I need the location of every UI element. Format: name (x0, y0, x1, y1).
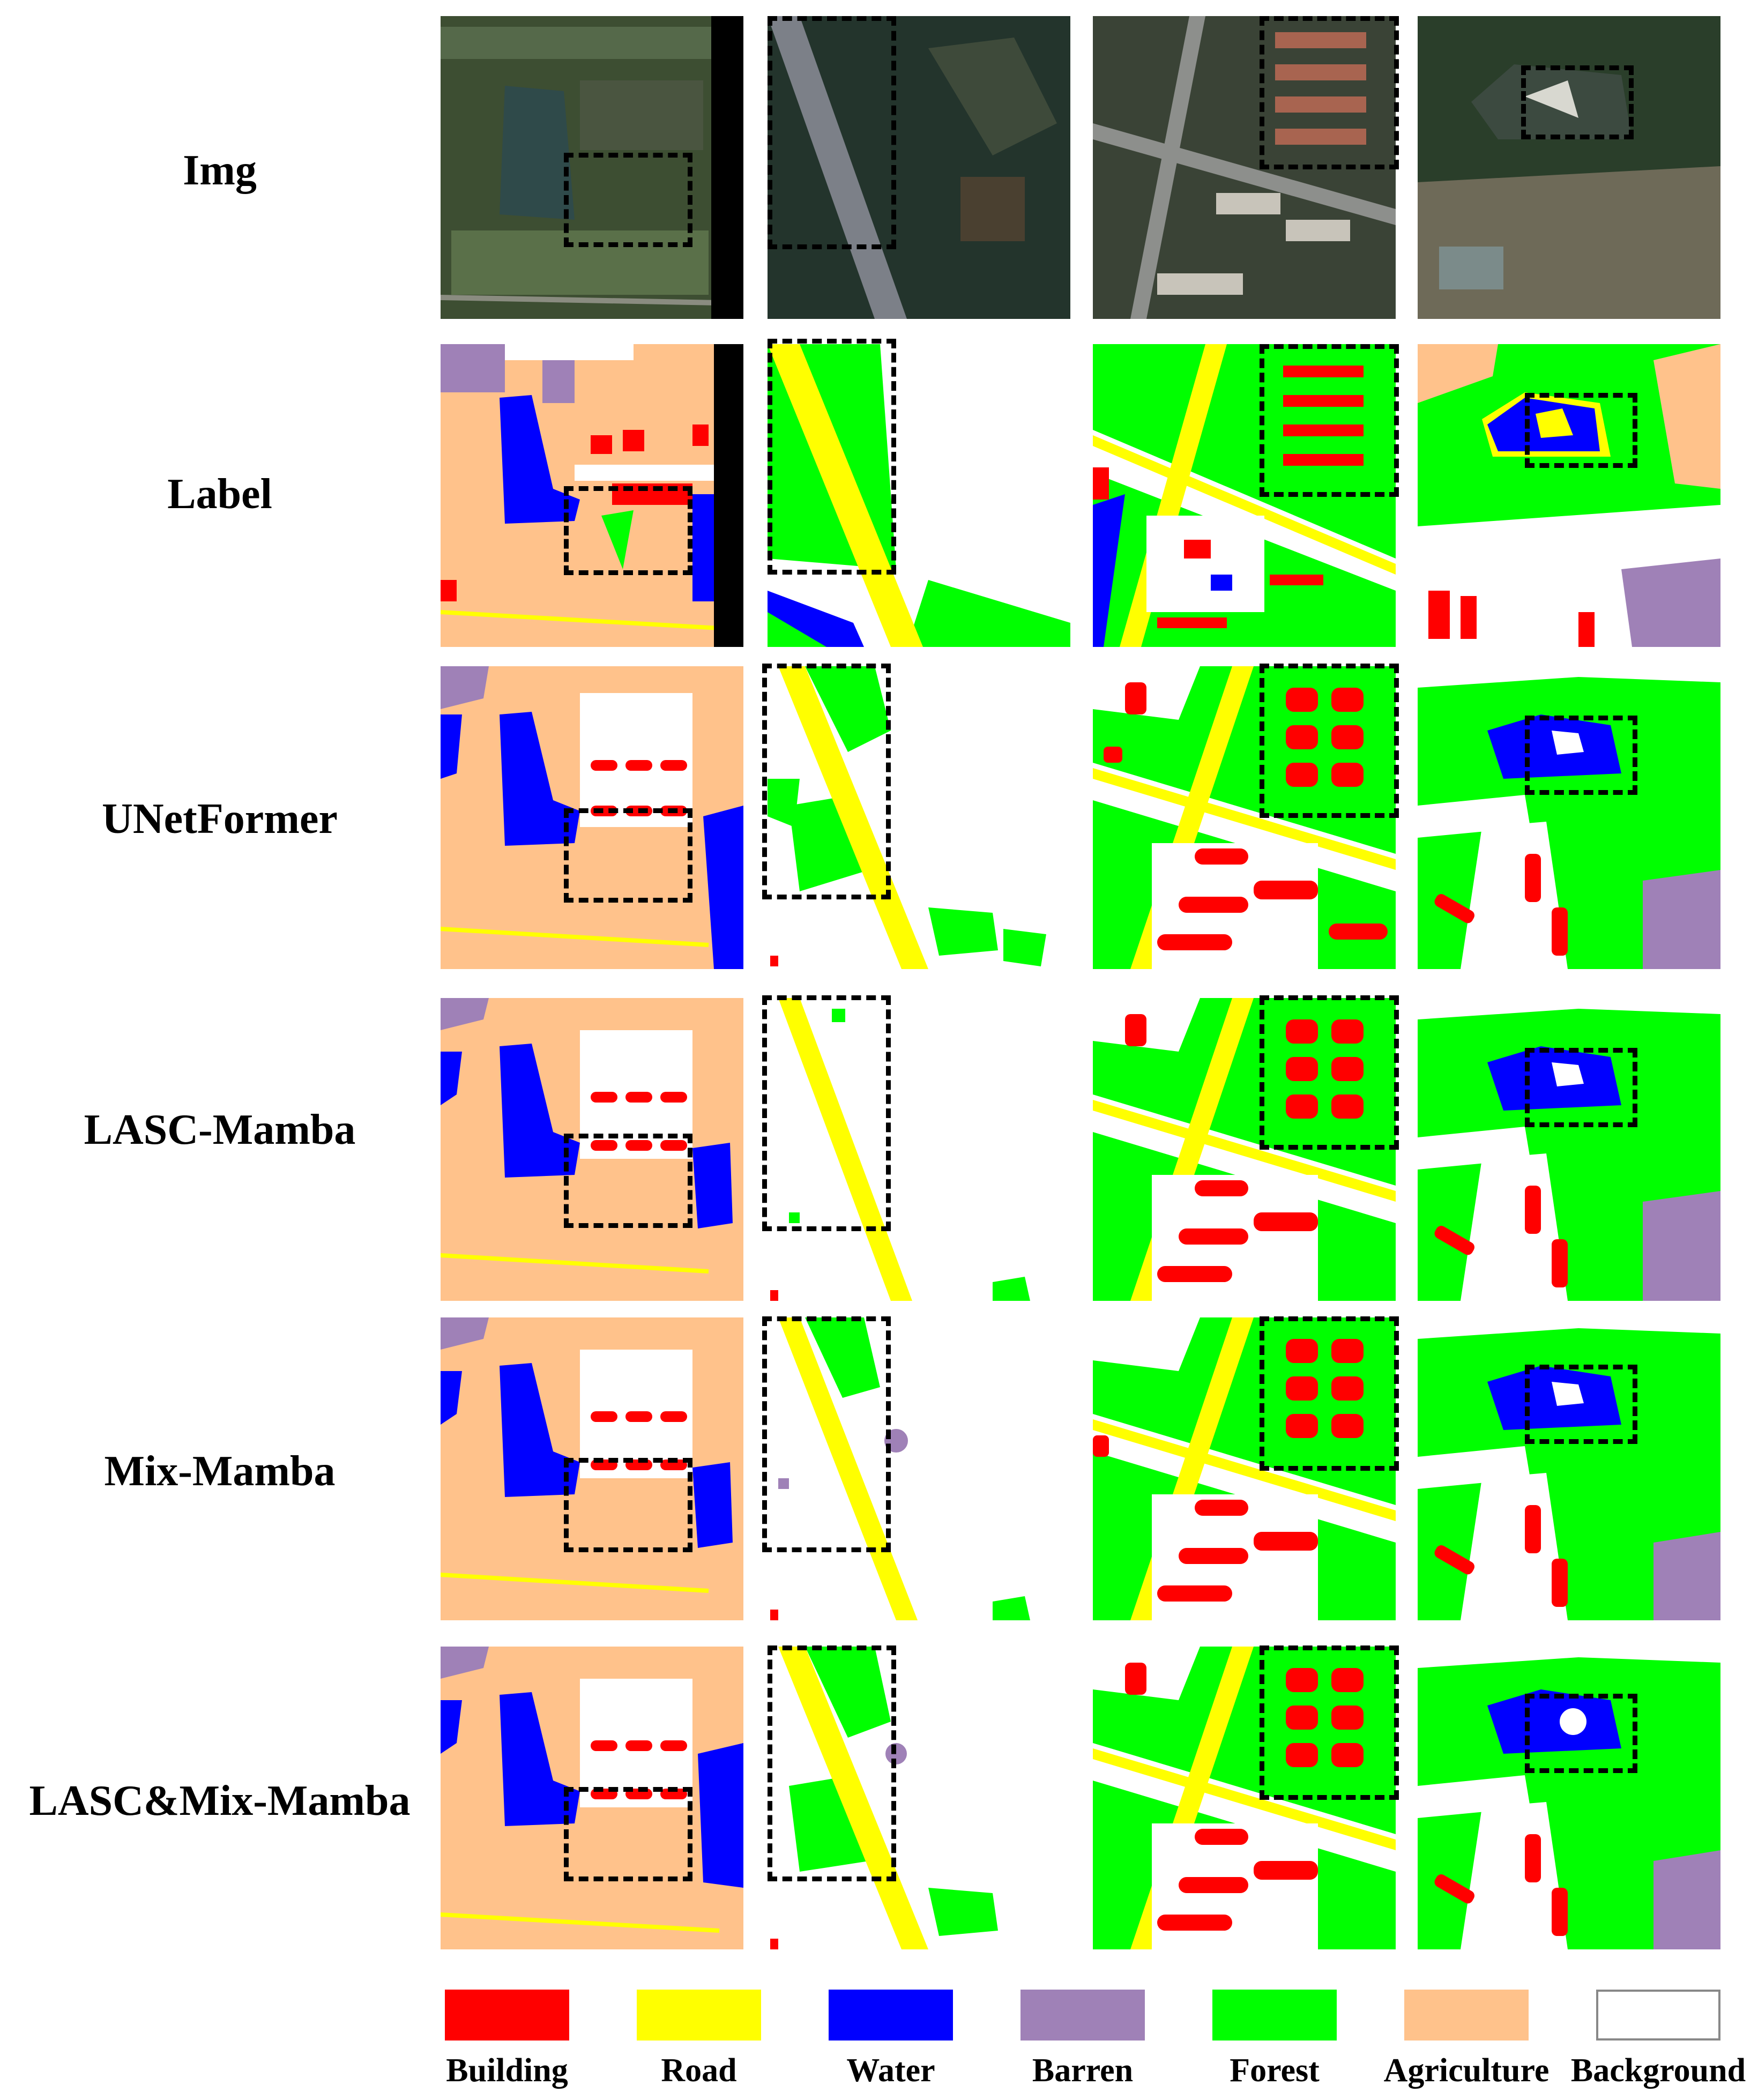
mask-tile-r1-c0 (441, 344, 743, 647)
mask-tile-r3-c0 (441, 998, 743, 1301)
image-tile-r0-c0 (441, 16, 743, 319)
legend-label-agriculture: Agriculture (1383, 2052, 1550, 2089)
legend-swatch-road (637, 1990, 761, 2041)
legend-label-road: Road (661, 2052, 737, 2089)
image-tile-r0-c3 (1418, 16, 1720, 319)
legend-swatch-water (829, 1990, 953, 2041)
mask-tile-r5-c1 (768, 1647, 1070, 1949)
mask-tile-r2-c1 (768, 666, 1070, 969)
mask-tile-r3-c3 (1418, 998, 1720, 1301)
mask-tile-r5-c0 (441, 1647, 743, 1949)
legend-label-barren: Barren (1032, 2052, 1134, 2089)
row-label-lasc-mix-mamba: LASC&Mix-Mamba (29, 1777, 411, 1825)
mask-tile-r2-c0 (441, 666, 743, 969)
mask-tile-r5-c3 (1418, 1647, 1720, 1949)
mask-tile-r3-c1 (768, 998, 1070, 1301)
mask-tile-r4-c0 (441, 1317, 743, 1620)
mask-tile-r2-c3 (1418, 666, 1720, 969)
row-label-img: Img (183, 147, 257, 194)
mask-tile-r5-c2 (1093, 1647, 1396, 1949)
legend-label-background: Background (1570, 2052, 1746, 2089)
legend-swatch-building (445, 1990, 569, 2041)
row-label-unetformer: UNetFormer (102, 795, 338, 843)
mask-tile-r4-c3 (1418, 1317, 1720, 1620)
mask-tile-r2-c2 (1093, 666, 1396, 969)
legend-label-forest: Forest (1230, 2052, 1320, 2089)
image-tile-r0-c1 (768, 16, 1070, 319)
legend-label-water: Water (846, 2052, 935, 2089)
legend-swatch-background (1596, 1990, 1720, 2041)
row-label-lasc-mamba: LASC-Mamba (84, 1106, 356, 1153)
row-label-label: Label (167, 471, 272, 518)
mask-tile-r4-c2 (1093, 1317, 1396, 1620)
mask-tile-r1-c2 (1093, 344, 1396, 647)
mask-tile-r4-c1 (768, 1317, 1070, 1620)
legend-swatch-barren (1020, 1990, 1145, 2041)
legend-swatch-forest (1212, 1990, 1337, 2041)
mask-tile-r1-c1 (768, 344, 1070, 647)
mask-tile-r3-c2 (1093, 998, 1396, 1301)
legend-swatch-agriculture (1404, 1990, 1529, 2041)
image-tile-r0-c2 (1093, 16, 1396, 319)
mask-tile-r1-c3 (1418, 344, 1720, 647)
legend-label-building: Building (446, 2052, 568, 2089)
row-label-mix-mamba: Mix-Mamba (104, 1448, 336, 1495)
